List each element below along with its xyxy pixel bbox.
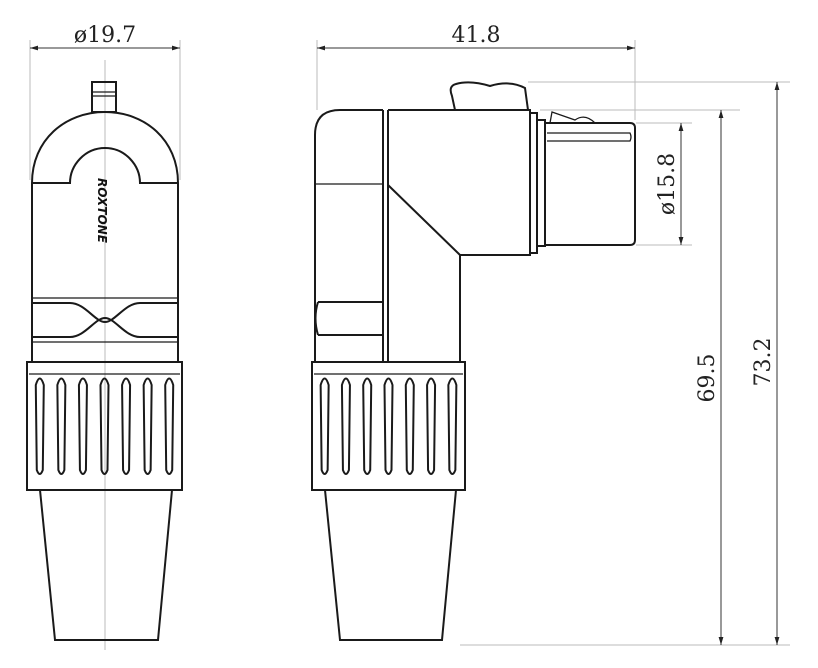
grip-slot xyxy=(77,377,88,475)
grip-slot xyxy=(319,377,330,475)
side-view xyxy=(311,40,636,641)
dimensions: ø19.7 41.8 ø15.8 69.5 73.2 xyxy=(30,23,790,646)
grip-slot xyxy=(426,377,437,475)
grip-slot xyxy=(404,377,415,475)
dim-front-diameter: ø19.7 xyxy=(74,23,136,48)
grip-slot xyxy=(56,377,67,475)
grip-slots xyxy=(314,373,463,475)
dim-insert-diameter: ø15.8 xyxy=(655,153,680,215)
insert xyxy=(545,122,636,246)
grip-slot xyxy=(383,377,394,475)
grip-slot xyxy=(142,377,153,475)
grip-nut xyxy=(26,361,183,491)
grip-slot xyxy=(121,377,132,475)
dim-total-height: 73.2 xyxy=(751,338,776,387)
grip-slot xyxy=(340,377,351,475)
clip-bands xyxy=(32,297,178,343)
grip-slot xyxy=(164,377,175,475)
dim-body-height: 69.5 xyxy=(695,354,720,403)
grip-slot xyxy=(99,377,110,475)
latch xyxy=(449,81,529,111)
dim-side-length: 41.8 xyxy=(452,23,501,48)
grip-slots xyxy=(29,373,180,475)
front-view: ROXTONE xyxy=(26,40,183,650)
grip-slot xyxy=(34,377,45,475)
cable-tail xyxy=(39,489,173,641)
grip-slot xyxy=(362,377,373,475)
grip-slot xyxy=(447,377,458,475)
brand-logo: ROXTONE xyxy=(95,178,109,244)
